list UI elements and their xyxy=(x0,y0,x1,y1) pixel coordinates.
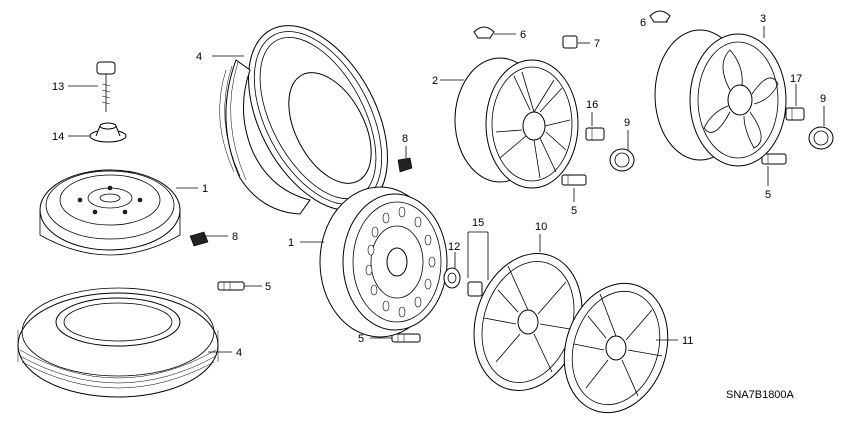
valve-stem-upper[interactable] xyxy=(397,157,413,173)
balance-weight-b[interactable] xyxy=(649,10,671,23)
callout-1-center: 1 xyxy=(288,237,294,249)
callout-17: 17 xyxy=(790,73,802,85)
callout-4-lower: 4 xyxy=(236,347,242,359)
callout-9-a: 9 xyxy=(624,117,630,129)
callout-8-upper: 8 xyxy=(402,133,408,145)
tire-lower[interactable] xyxy=(17,287,219,398)
wheel-cover-a[interactable] xyxy=(457,239,599,404)
center-cap-b[interactable] xyxy=(808,126,834,150)
callout-5-left: 5 xyxy=(265,281,271,293)
callout-5-mid: 5 xyxy=(571,205,577,217)
callout-12: 12 xyxy=(448,241,460,253)
lug-bolt-a[interactable] xyxy=(585,127,605,141)
balance-weight-a[interactable] xyxy=(473,26,495,39)
callout-13: 13 xyxy=(52,81,64,93)
alloy-wheel-a[interactable] xyxy=(454,57,579,189)
lug-nut-bottom[interactable] xyxy=(391,333,421,343)
callout-5-bottom: 5 xyxy=(358,333,364,345)
spare-wheel-left[interactable] xyxy=(39,169,181,256)
spare-tire-bolt[interactable] xyxy=(96,61,116,112)
callout-8-left: 8 xyxy=(232,231,238,243)
lug-bolt-b[interactable] xyxy=(785,107,805,121)
washer[interactable] xyxy=(443,267,461,289)
diagram-code: SNA7B1800A xyxy=(726,389,795,401)
callout-7: 7 xyxy=(594,38,600,50)
hub-nut[interactable] xyxy=(467,281,483,297)
callout-5-right: 5 xyxy=(765,189,771,201)
callout-2: 2 xyxy=(432,75,438,87)
callout-10: 10 xyxy=(535,221,547,233)
callout-14: 14 xyxy=(52,131,64,143)
callout-3: 3 xyxy=(760,13,766,25)
callout-1-left: 1 xyxy=(202,183,208,195)
callout-11: 11 xyxy=(682,335,693,347)
callout-4-upper: 4 xyxy=(196,51,202,63)
lug-nut-left[interactable] xyxy=(217,281,245,291)
spare-tire-nut[interactable] xyxy=(89,122,127,143)
leader-lines xyxy=(68,21,825,353)
valve-stem-left[interactable] xyxy=(189,231,209,247)
center-cap-a[interactable] xyxy=(609,148,635,172)
callout-labels: 4 13 14 1 8 5 4 1 8 5 2 6 7 6 3 16 9 5 1… xyxy=(52,13,826,401)
callout-15: 15 xyxy=(472,217,484,229)
wheel-cover-b[interactable] xyxy=(548,270,684,425)
lug-nut-mid[interactable] xyxy=(561,174,587,186)
steel-wheel[interactable] xyxy=(319,186,448,338)
callout-6-b: 6 xyxy=(640,17,646,29)
callout-9-b: 9 xyxy=(820,93,826,105)
alloy-wheel-b[interactable] xyxy=(654,29,787,167)
balance-weight-c[interactable] xyxy=(562,35,578,49)
tire-upper[interactable] xyxy=(219,2,417,233)
lug-nut-right[interactable] xyxy=(761,153,787,165)
callout-6-a: 6 xyxy=(520,29,526,41)
callout-16: 16 xyxy=(586,99,598,111)
